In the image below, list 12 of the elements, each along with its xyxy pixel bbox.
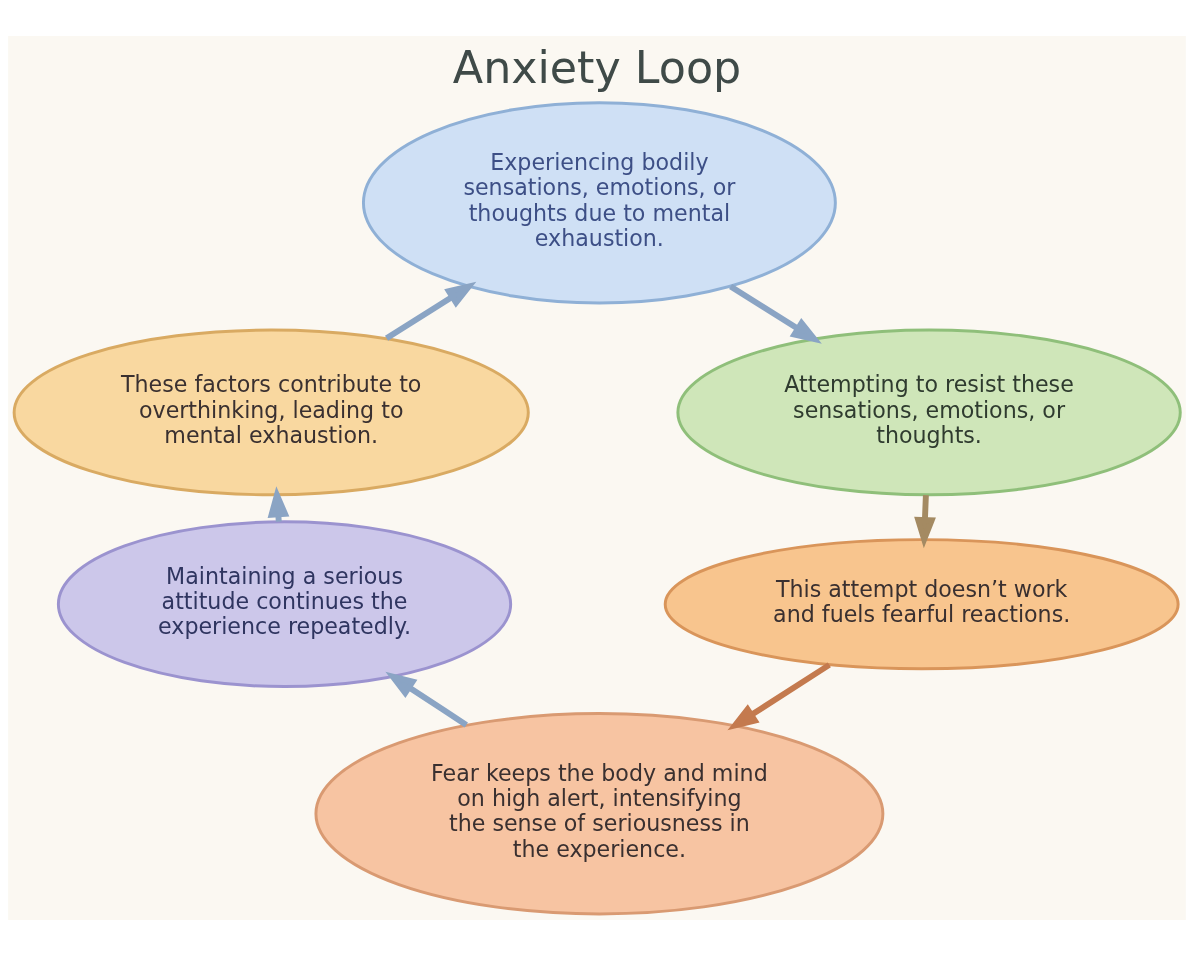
diagram-title: Anxiety Loop	[452, 41, 742, 93]
node-ellipse: This attempt doesn’t work and fuels fearful reactions.	[663, 537, 1180, 670]
arrow	[729, 283, 822, 344]
arrow	[914, 494, 936, 548]
node-ellipse: These factors contribute to overthinking, leading to mental exhaustion.	[12, 328, 530, 496]
arrow	[385, 671, 468, 727]
node-ellipse: Attempting to resist these sensations, emotions, or thoughts.	[676, 328, 1182, 496]
arrow	[385, 281, 477, 341]
node-ellipse: Fear keeps the body and mind on high alert, intensifying the sense of seriousness in the experience.	[314, 711, 885, 915]
arrow	[727, 661, 831, 730]
node-ellipse: Experiencing bodily sensations, emotions, or thoughts due to mental exhaustion.	[361, 100, 837, 305]
node-ellipse: Maintaining a serious attitude continues the experience repeatedly.	[56, 519, 513, 688]
